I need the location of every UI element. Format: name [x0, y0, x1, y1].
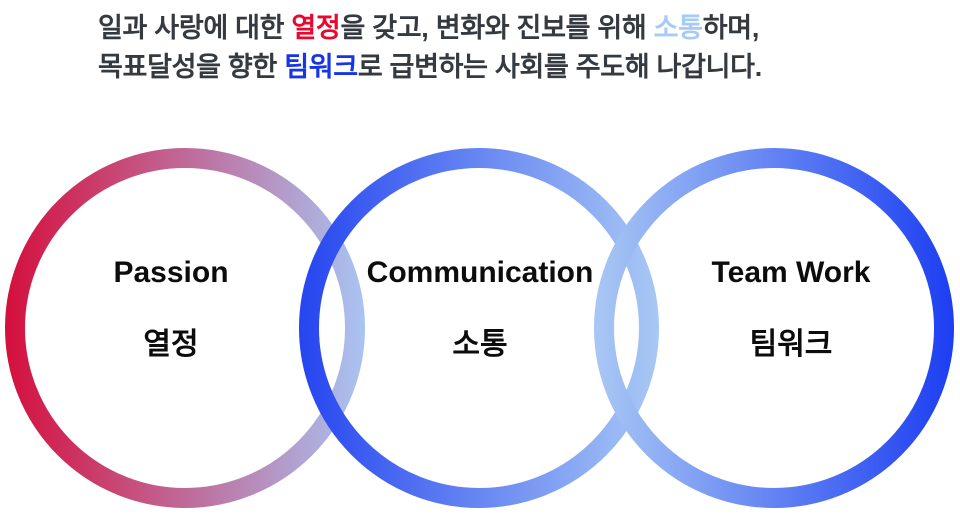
teamwork-title-ko: 팀워크	[749, 328, 833, 361]
passion-label-group: Passion 열정	[113, 258, 228, 360]
communication-title-ko: 소통	[452, 328, 508, 361]
passion-title-en: Passion	[113, 256, 229, 289]
intro-paragraph: 일과 사랑에 대한 열정을 갖고, 변화와 진보를 위해 소통하며, 목표달성을…	[98, 9, 762, 87]
passion-ring	[5, 148, 365, 508]
teamwork-ring	[594, 148, 954, 508]
intro-text-segment: 일과 사랑에 대한	[98, 13, 292, 43]
communication-label-group: Communication 소통	[367, 258, 594, 360]
communication-title-en: Communication	[366, 256, 594, 289]
communication-ring	[299, 148, 659, 508]
teamwork-label-group: Team Work 팀워크	[712, 258, 871, 360]
intro-line-1: 일과 사랑에 대한 열정을 갖고, 변화와 진보를 위해 소통하며,	[98, 9, 762, 48]
passion-title-ko: 열정	[143, 328, 199, 361]
intro-text-segment: 을 갖고, 변화와 진보를 위해	[340, 13, 654, 43]
intro-line-2: 목표달성을 향한 팀워크로 급변하는 사회를 주도해 나갑니다.	[98, 48, 762, 87]
teamwork-title-en: Team Work	[711, 256, 871, 289]
keyword-communication: 소통	[653, 13, 703, 43]
intro-text-segment: 로 급변하는 사회를 주도해 나갑니다.	[357, 52, 762, 82]
keyword-teamwork: 팀워크	[284, 52, 358, 82]
keyword-passion: 열정	[291, 13, 341, 43]
intro-text-segment: 하며,	[702, 13, 760, 43]
intro-text-segment: 목표달성을 향한	[98, 52, 285, 82]
